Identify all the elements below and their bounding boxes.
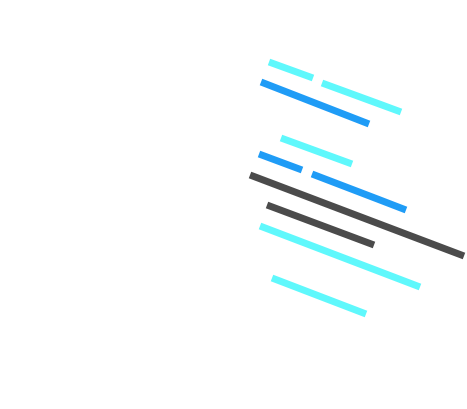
stroke-cyan-bottom: [270, 274, 368, 318]
stroke-cyan-long: [258, 222, 422, 291]
stroke-gray-short: [265, 201, 376, 249]
stroke-cyan-3: [279, 134, 354, 168]
stroke-cyan-2: [320, 79, 403, 116]
stroke-gray-long: [248, 171, 466, 260]
stroke-blue-3: [310, 170, 408, 214]
stroke-blue-2: [257, 150, 304, 174]
stroke-blue-1: [259, 78, 371, 128]
stroke-cyan-1: [267, 58, 315, 82]
